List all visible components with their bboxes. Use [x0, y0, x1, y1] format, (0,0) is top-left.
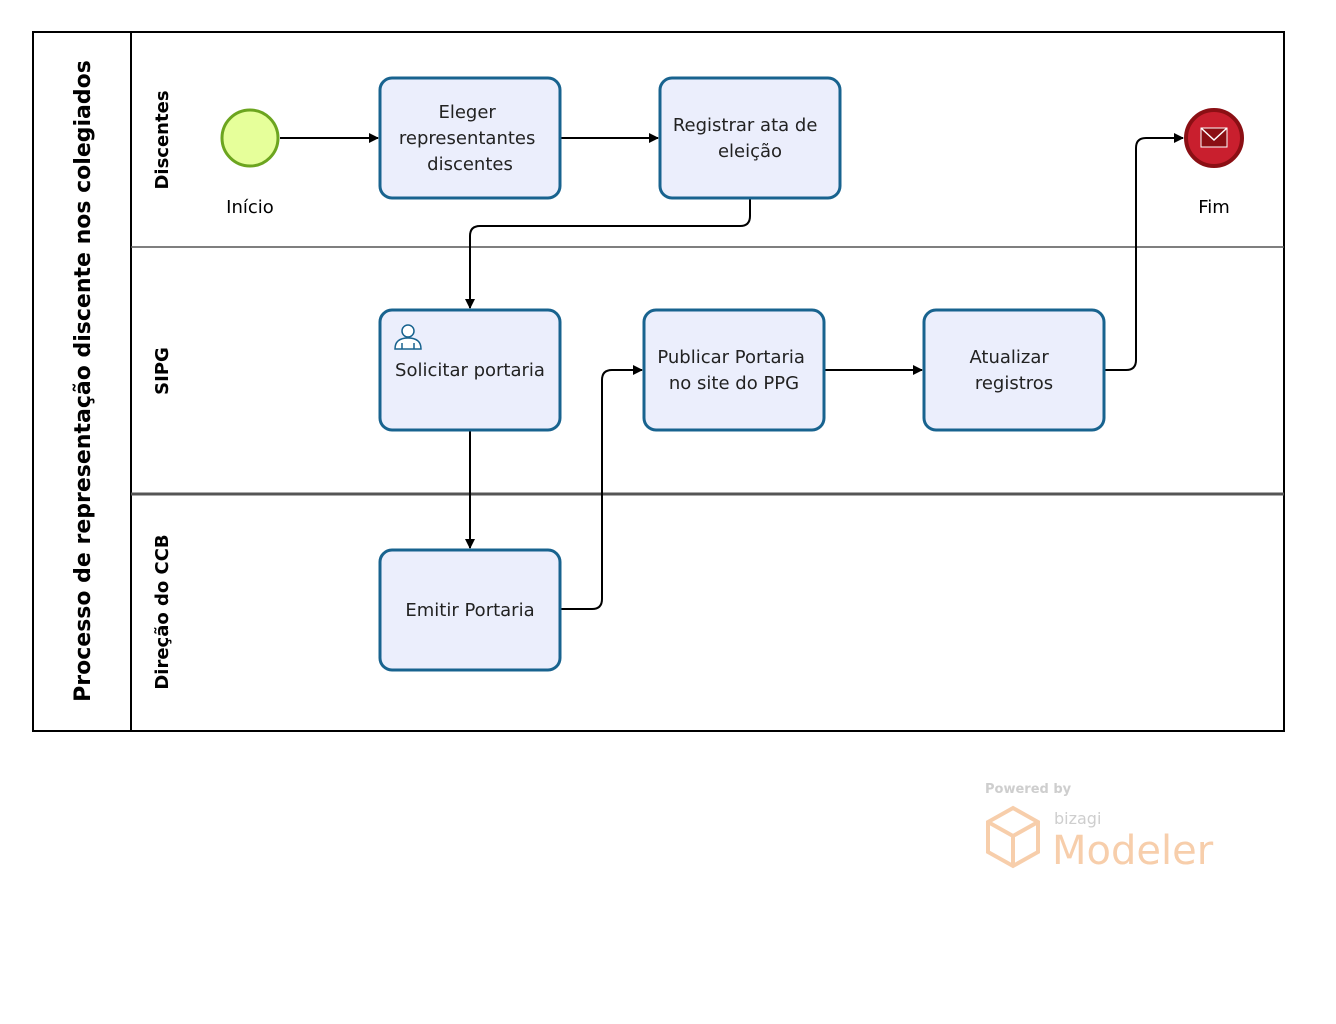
watermark-product: Modeler [1052, 828, 1214, 874]
lane-title-direcao-ccb: Direção do CCB [152, 534, 173, 689]
task-box[interactable] [378, 548, 562, 672]
envelope-icon [1200, 127, 1228, 148]
start-event-label: Início [226, 197, 274, 218]
task-label: Registrar ata de eleição [673, 115, 823, 162]
task-label: Solicitar portaria [395, 360, 545, 381]
task-label: Emitir Portaria [405, 600, 534, 621]
watermark-powered-by: Powered by [985, 782, 1072, 797]
end-event-label: Fim [1198, 197, 1230, 218]
task-label: Atualizar registros [969, 347, 1054, 394]
lane-sipg: SIPG [152, 347, 173, 395]
bizagi-cube-icon [986, 805, 1040, 869]
task-box[interactable] [922, 308, 1106, 432]
watermark-brand: bizagi [1054, 809, 1101, 828]
bizagi-watermark: Powered by bizagi Modeler [985, 782, 1214, 874]
pool-title: Processo de representação discente nos c… [71, 60, 96, 702]
task-solicitar[interactable]: Solicitar portaria [378, 308, 562, 432]
task-box[interactable] [378, 76, 562, 200]
task-label: Publicar Portaria no site do PPG [657, 347, 810, 394]
lane-discentes: Discentes [152, 90, 173, 189]
task-registrar[interactable]: Registrar ata de eleição [658, 76, 842, 200]
start-event[interactable]: Início [220, 108, 280, 218]
task-eleger[interactable]: Eleger representantes discentes [378, 76, 562, 200]
sequence-flows [280, 133, 1184, 610]
end-event[interactable]: Fim [1184, 108, 1244, 218]
flow-emitir-to-publicar[interactable] [561, 365, 643, 610]
task-box[interactable] [658, 76, 842, 200]
task-box[interactable] [642, 308, 826, 432]
user-task-icon [394, 324, 422, 350]
pool: Processo de representação discente nos c… [32, 31, 1285, 732]
start-event-circle[interactable] [220, 108, 280, 168]
pool-border [32, 31, 1285, 732]
flow-atualizar-to-fim[interactable] [1105, 133, 1184, 371]
task-box[interactable] [378, 308, 562, 432]
lane-title-sipg: SIPG [152, 347, 173, 395]
flow-registrar-to-solicitar[interactable] [465, 199, 751, 309]
task-atualizar[interactable]: Atualizar registros [922, 308, 1106, 432]
task-publicar[interactable]: Publicar Portaria no site do PPG [642, 308, 826, 432]
task-label: Eleger representantes discentes [399, 102, 541, 175]
lane-direcao-ccb: Direção do CCB [152, 534, 173, 689]
task-emitir[interactable]: Emitir Portaria [378, 548, 562, 672]
lane-title-discentes: Discentes [152, 90, 173, 189]
